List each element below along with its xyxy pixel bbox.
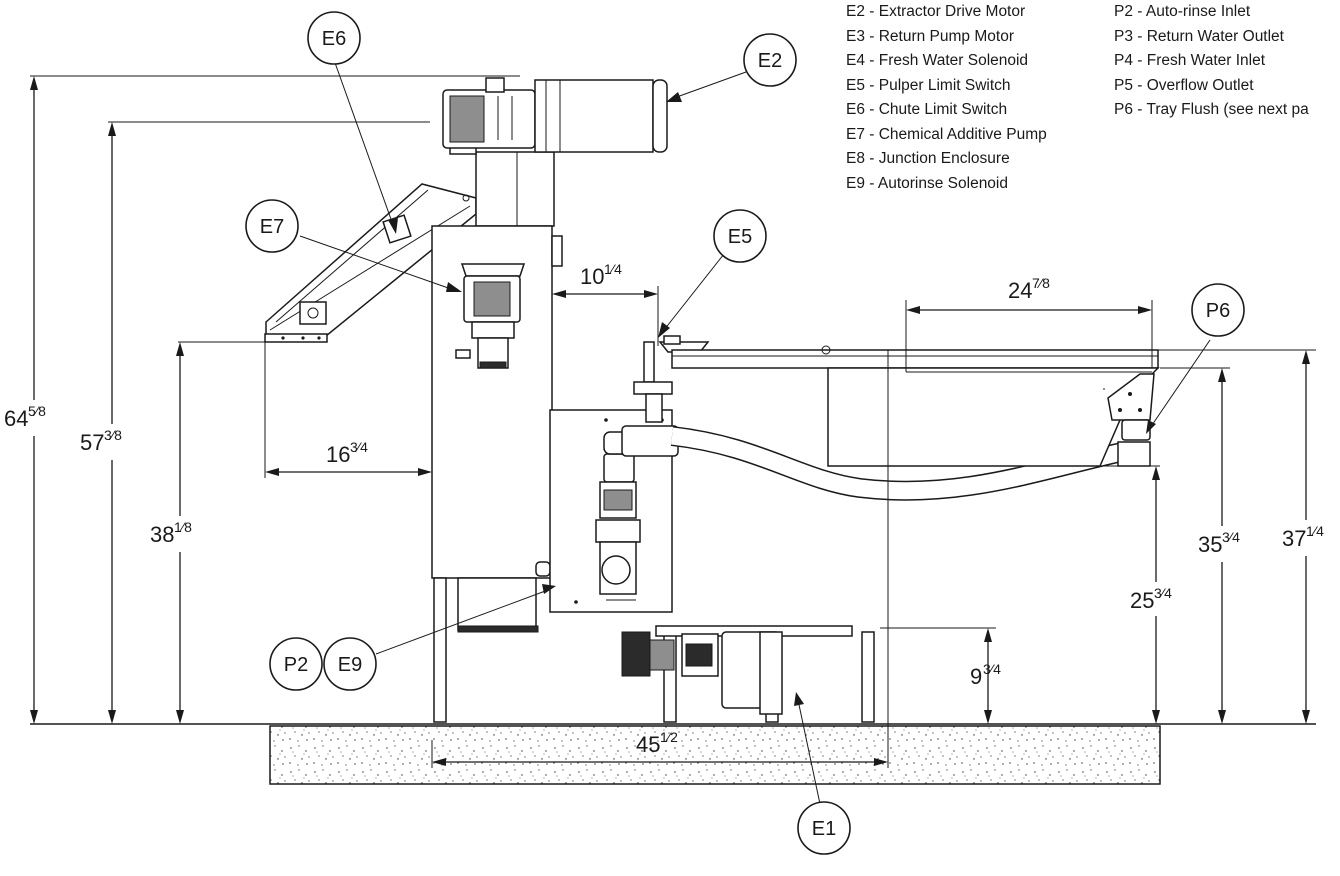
pump-enclosure — [549, 409, 679, 613]
legend-item-p5: P5 - Overflow Outlet — [1114, 76, 1254, 94]
dim-25-whole: 25 — [1130, 588, 1154, 613]
callout-e7: E7 — [245, 199, 299, 253]
dimension-57: 57 3⁄8 — [80, 122, 142, 724]
dim-24-whole: 24 — [1008, 278, 1032, 303]
dimension-37: 37 1⁄4 — [1272, 350, 1338, 724]
dim-35-whole: 35 — [1198, 532, 1222, 557]
legend-item-e6: E6 - Chute Limit Switch — [846, 101, 1008, 118]
dimension-38: 38 1⁄8 — [146, 342, 208, 724]
dimension-64: 64 5⁄8 — [4, 76, 60, 724]
leader-lines — [299, 59, 1211, 805]
dish-table — [671, 345, 1160, 467]
legend-item-e3: E3 - Return Pump Motor — [846, 27, 1014, 45]
legend-item-p4: P4 - Fresh Water Inlet — [1114, 52, 1266, 69]
extractor-drive-motor — [442, 77, 668, 153]
floor-slab — [30, 723, 1316, 785]
callout-e5: E5 — [713, 209, 767, 263]
legend-item-p6: P6 - Tray Flush (see next pa — [1114, 101, 1309, 118]
dim-9-frac: 3⁄4 — [983, 661, 1001, 677]
dimension-16: 16 3⁄4 — [265, 439, 432, 476]
tray-flush-hose — [670, 426, 1125, 501]
legend-item-e4: E4 - Fresh Water Solenoid — [846, 52, 1029, 69]
callout-e9-label: E9 — [338, 654, 362, 676]
legend-item-e5: E5 - Pulper Limit Switch — [846, 76, 1011, 94]
valve-assembly — [633, 335, 710, 423]
legend-item-e8: E8 - Junction Enclosure — [846, 150, 1010, 167]
dim-35-frac: 3⁄4 — [1222, 529, 1240, 545]
dimension-24: 24 7⁄8 — [906, 275, 1152, 314]
dim-24-frac: 7⁄8 — [1032, 275, 1050, 291]
dim-38-frac: 1⁄8 — [174, 519, 192, 535]
chute — [264, 183, 477, 343]
callout-p6: P6 — [1191, 283, 1245, 337]
callout-e6: E6 — [307, 11, 361, 65]
dim-45-whole: 45 — [636, 732, 660, 757]
legend-plumbing: P2 - Auto-rinse Inlet P3 - Return Water … — [1114, 0, 1309, 123]
legend-item-e2: E2 - Extractor Drive Motor — [846, 3, 1026, 20]
callout-p6-label: P6 — [1206, 300, 1230, 322]
callout-e5-label: E5 — [728, 226, 752, 248]
dim-37-frac: 1⁄4 — [1306, 523, 1324, 539]
dim-45-frac: 1⁄2 — [660, 729, 678, 745]
dim-64-frac: 5⁄8 — [28, 403, 46, 419]
callout-p2: P2 — [269, 637, 323, 691]
dim-10-frac: 1⁄4 — [604, 261, 622, 277]
legend-item-e7: E7 - Chemical Additive Pump — [846, 125, 1047, 143]
legend-item-p3: P3 - Return Water Outlet — [1114, 27, 1284, 45]
dim-37-whole: 37 — [1282, 526, 1306, 551]
dim-9-whole: 9 — [970, 664, 982, 689]
legend-item-e9: E9 - Autorinse Solenoid — [846, 174, 1008, 192]
legend-electrical: E2 - Extractor Drive Motor E3 - Return P… — [846, 0, 1047, 196]
dimension-9: 9 3⁄4 — [970, 628, 1001, 724]
dim-25-frac: 3⁄4 — [1154, 585, 1172, 601]
legend-item-p2: P2 - Auto-rinse Inlet — [1114, 3, 1251, 20]
dimension-45: 45 1⁄2 — [432, 729, 888, 766]
callout-e7-label: E7 — [260, 216, 284, 238]
dim-38-whole: 38 — [150, 522, 174, 547]
dim-64-whole: 64 — [4, 406, 28, 431]
dimension-10: 10 1⁄4 — [552, 261, 658, 298]
dimension-35: 35 3⁄4 — [1192, 368, 1254, 724]
callout-e1-label: E1 — [812, 818, 836, 840]
callout-e6-label: E6 — [322, 28, 346, 50]
callout-e2-label: E2 — [758, 50, 782, 72]
chemical-additive-pump — [455, 263, 526, 369]
extension-lines — [30, 75, 1316, 768]
lower-components — [621, 625, 853, 715]
callout-e2: E2 — [743, 33, 797, 87]
dim-10-whole: 10 — [580, 264, 604, 289]
dim-16-frac: 3⁄4 — [350, 439, 368, 455]
callout-p2-label: P2 — [284, 654, 308, 676]
callout-e1: E1 — [797, 801, 851, 855]
dim-57-whole: 57 — [80, 430, 104, 455]
dimension-25: 25 3⁄4 — [1128, 466, 1184, 724]
dim-16-whole: 16 — [326, 442, 350, 467]
dim-57-frac: 3⁄8 — [104, 427, 122, 443]
callout-e9: E9 — [323, 637, 377, 691]
